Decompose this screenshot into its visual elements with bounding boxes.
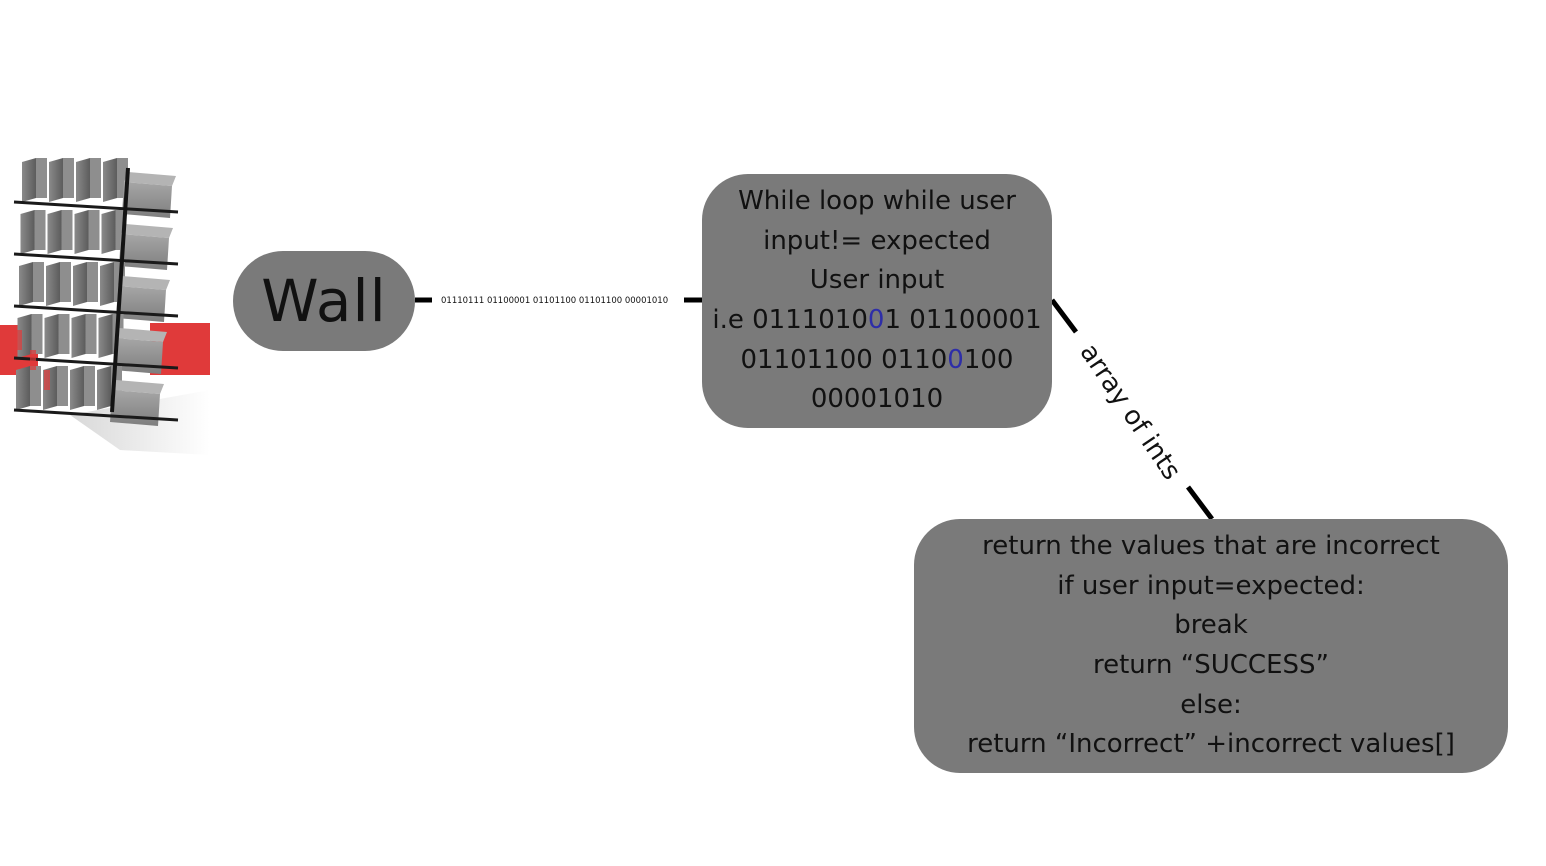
while-loop-text-segment: 100 bbox=[963, 344, 1014, 375]
while-loop-line: i.e 011101001 01100001 bbox=[712, 301, 1041, 341]
return-result-text-segment: if user input=expected: bbox=[1057, 570, 1365, 601]
while-loop-line: 01101100 01100100 bbox=[712, 341, 1041, 381]
wall-node: Wall bbox=[233, 251, 415, 351]
while-loop-text-segment: i.e 0111010 bbox=[712, 305, 868, 335]
return-result-node: return the values that are incorrect if u… bbox=[914, 519, 1508, 773]
while-loop-highlighted-digit: 0 bbox=[867, 305, 885, 335]
while-loop-text-segment: 00001010 bbox=[810, 384, 944, 415]
while-loop-line: 00001010 bbox=[712, 380, 1041, 420]
while-loop-text-segment: While loop while user bbox=[738, 186, 1016, 217]
return-result-text-segment: return the values that are incorrect bbox=[982, 531, 1440, 562]
while-loop-text-segment: 1 01100001 bbox=[884, 305, 1042, 335]
return-result-line: return “SUCCESS” bbox=[967, 646, 1455, 686]
while-loop-text-segment: input!= expected bbox=[763, 225, 991, 256]
while-loop-text-segment: 01101100 0110 bbox=[740, 344, 948, 375]
return-result-line: return “Incorrect” +incorrect values[] bbox=[967, 725, 1455, 765]
while-loop-line: While loop while user bbox=[712, 182, 1041, 222]
return-result-line: if user input=expected: bbox=[967, 567, 1455, 607]
return-result-text-segment: return “SUCCESS” bbox=[1093, 650, 1329, 680]
while-loop-line: input!= expected bbox=[712, 222, 1041, 262]
return-result-line: break bbox=[967, 606, 1455, 646]
while-loop-highlighted-digit: 0 bbox=[947, 344, 964, 375]
connector-loop-upper-segment bbox=[1050, 298, 1078, 334]
return-result-line: return the values that are incorrect bbox=[967, 527, 1455, 567]
return-result-text-segment: return “Incorrect” +incorrect values[] bbox=[967, 729, 1455, 760]
while-loop-text-segment: User input bbox=[809, 265, 945, 296]
connector-loop-lower-segment bbox=[1186, 485, 1214, 521]
return-result-node-text: return the values that are incorrect if u… bbox=[967, 527, 1455, 765]
firewall-icon bbox=[0, 158, 210, 455]
wall-node-label: Wall bbox=[261, 267, 387, 335]
while-loop-line: User input bbox=[712, 261, 1041, 301]
return-result-text-segment: else: bbox=[1180, 689, 1242, 720]
return-result-text-segment: break bbox=[1174, 610, 1248, 641]
return-result-line: else: bbox=[967, 686, 1455, 726]
edge-label-binary: 01110111 01100001 01101100 01101100 0000… bbox=[441, 296, 669, 306]
